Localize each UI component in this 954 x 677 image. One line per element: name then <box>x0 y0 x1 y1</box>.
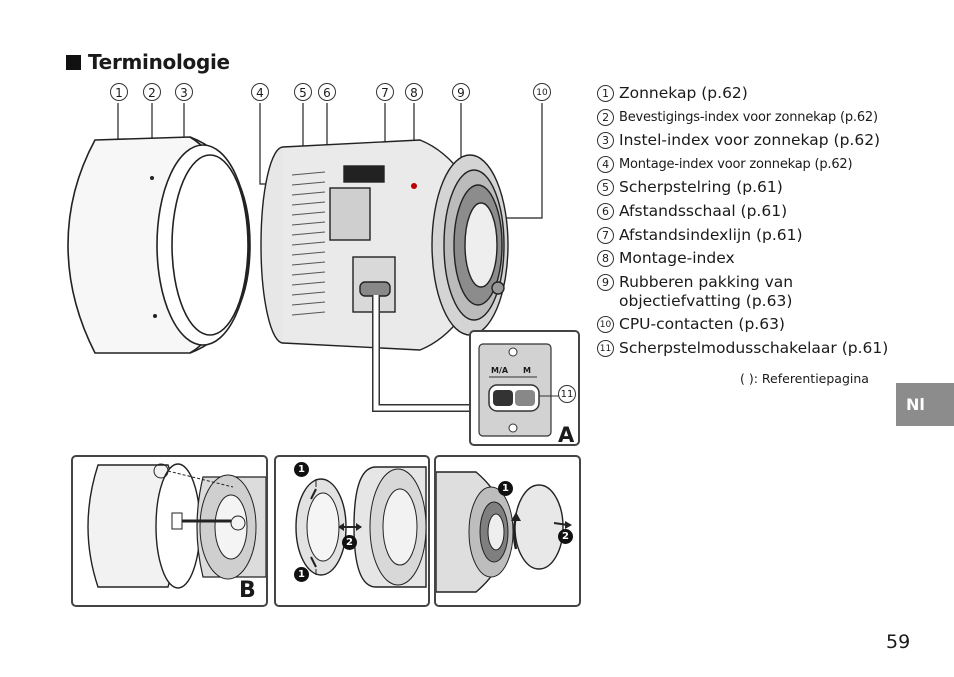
heading-square-icon <box>66 54 81 70</box>
hood-attach-drawing <box>87 463 266 589</box>
panel-a-label: A <box>558 423 575 447</box>
legend-text: Instel-index voor zonnekap (p.62) <box>619 131 881 150</box>
callout-6: 6 <box>318 83 336 101</box>
legend-number: 2 <box>597 108 614 126</box>
legend-item: 9 Rubberen pakking van objectiefvatting (… <box>597 273 897 311</box>
lens-illustration <box>67 103 543 412</box>
legend-number: 8 <box>597 250 614 268</box>
language-tab: Nl <box>896 383 954 426</box>
panel-b-hood-attach <box>71 455 268 607</box>
legend-number: 6 <box>597 202 614 220</box>
step-badge-2: 2 <box>558 529 573 544</box>
callout-5: 5 <box>294 83 312 101</box>
legend-item: 10 CPU-contacten (p.63) <box>597 315 897 334</box>
switch-detail-drawing <box>478 343 559 437</box>
legend-item: 11 Scherpstelmodusschakelaar (p.61) <box>597 339 897 358</box>
callout-2: 2 <box>143 83 161 101</box>
legend-item: 7 Afstandsindexlijn (p.61) <box>597 226 897 245</box>
lens-hood <box>67 136 251 354</box>
front-cap-drawing <box>295 466 427 588</box>
legend-number: 9 <box>597 273 614 291</box>
legend-text: Zonnekap (p.62) <box>619 84 748 102</box>
legend-number: 3 <box>597 132 614 150</box>
legend-text: CPU-contacten (p.63) <box>619 315 785 334</box>
step-badge-1: 1 <box>498 481 513 496</box>
legend-number: 5 <box>597 179 614 197</box>
callout-4: 4 <box>251 83 269 101</box>
legend-text: Afstandsschaal (p.61) <box>619 201 788 220</box>
page-number: 59 <box>886 631 911 653</box>
rear-cap-drawing <box>436 471 572 593</box>
reference-note: ( ): Referentiepagina <box>740 371 869 386</box>
step-badge-1-bottom: 1 <box>294 567 309 582</box>
legend-number: 4 <box>597 155 614 173</box>
legend-item: 1 Zonnekap (p.62) <box>597 84 897 103</box>
heading-text: Terminologie <box>88 50 230 74</box>
legend-text: Afstandsindexlijn (p.61) <box>619 225 803 244</box>
callout-3: 3 <box>175 83 193 101</box>
step-badge-2: 2 <box>342 535 357 550</box>
panel-a-switch-detail: M/A M <box>469 330 580 446</box>
legend-text: Bevestigings-index voor zonnekap (p.62) <box>619 109 878 125</box>
lens-body <box>260 139 509 351</box>
callout-9: 9 <box>452 83 470 101</box>
legend-text: Scherpstelmodusschakelaar (p.61) <box>619 338 889 357</box>
panel-d-rear-cap: 1 2 <box>434 455 581 607</box>
legend-text: Montage-index <box>619 249 735 268</box>
panel-b-label: B <box>239 578 256 603</box>
legend-text: Montage-index voor zonnekap (p.62) <box>619 156 853 172</box>
legend-number: 7 <box>597 226 614 244</box>
panel-c-front-cap: 1 2 1 <box>274 455 430 607</box>
callout-7: 7 <box>376 83 394 101</box>
switch-label-m: M <box>523 366 531 375</box>
step-badge-1-top: 1 <box>294 462 309 477</box>
legend-text: Rubberen pakking van objectiefvatting (p… <box>619 272 794 310</box>
parts-legend: 1 Zonnekap (p.62) 2 Bevestigings-index voo… <box>597 84 897 363</box>
legend-number: 11 <box>597 339 614 357</box>
legend-item: 5 Scherpstelring (p.61) <box>597 178 897 197</box>
callout-10: 10 <box>533 83 551 101</box>
callout-8: 8 <box>405 83 423 101</box>
callout-1: 1 <box>110 83 128 101</box>
legend-item: 2 Bevestigings-index voor zonnekap (p.62) <box>597 108 897 127</box>
legend-number: 10 <box>597 316 614 334</box>
legend-item: 8 Montage-index <box>597 249 897 268</box>
switch-label-ma: M/A <box>491 366 509 375</box>
legend-item: 3 Instel-index voor zonnekap (p.62) <box>597 131 897 150</box>
legend-item: 4 Montage-index voor zonnekap (p.62) <box>597 155 897 174</box>
legend-text: Scherpstelring (p.61) <box>619 178 783 197</box>
legend-number: 1 <box>597 85 614 102</box>
legend-item: 6 Afstandsschaal (p.61) <box>597 202 897 221</box>
section-heading: Terminologie <box>66 50 230 74</box>
callout-11: 11 <box>558 385 576 403</box>
